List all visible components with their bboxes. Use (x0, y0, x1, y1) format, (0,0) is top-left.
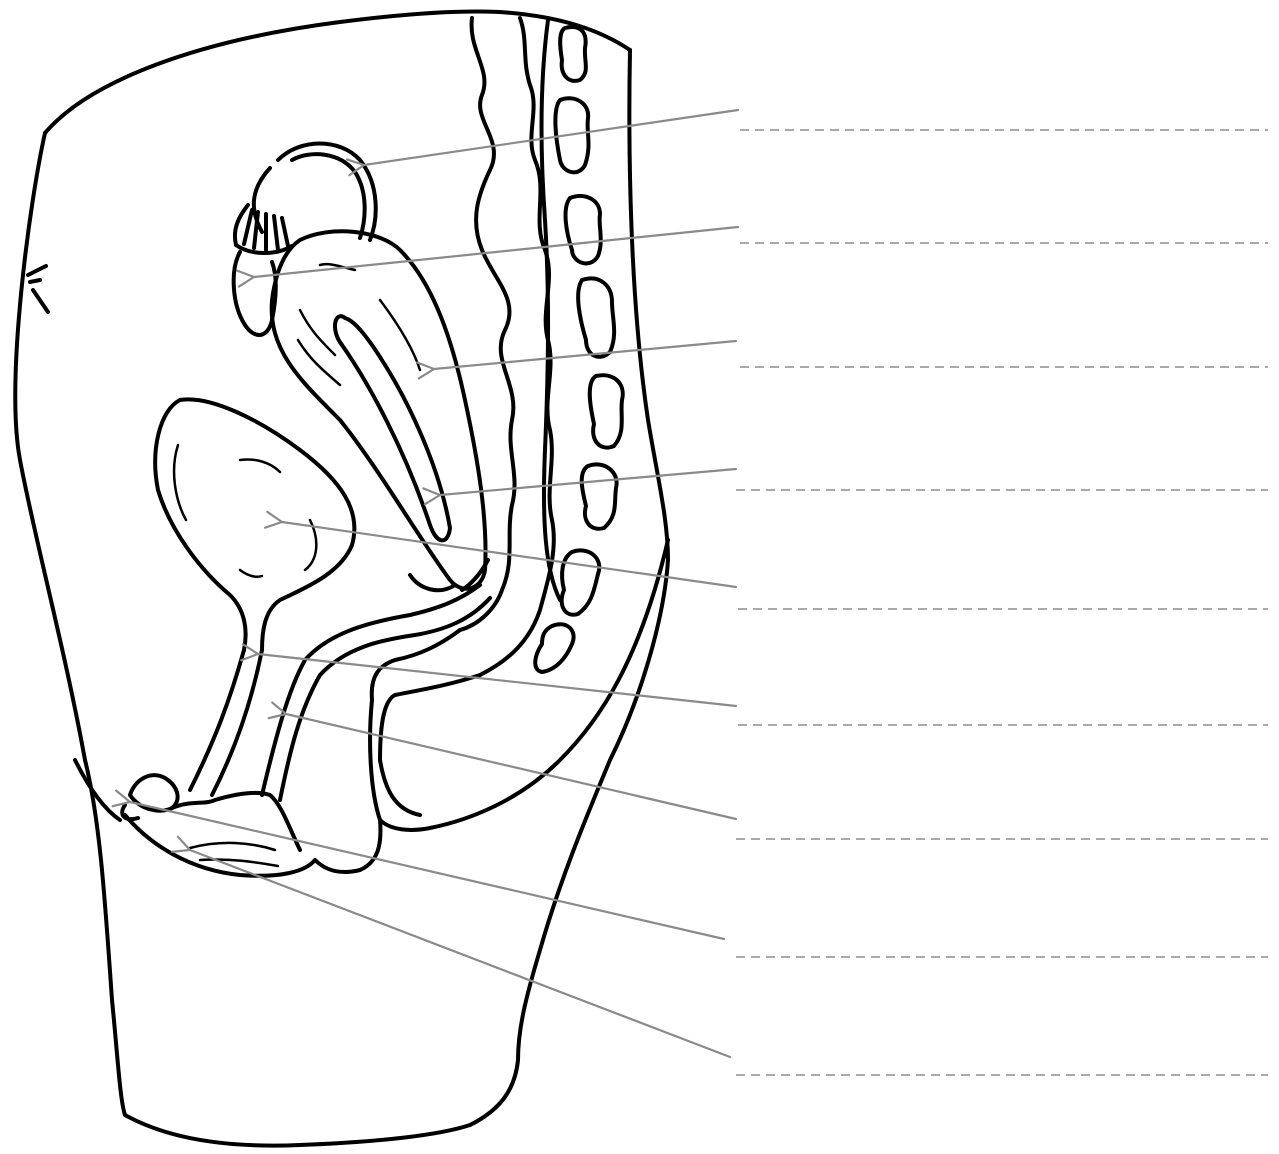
pointer-arrow-7 (286, 714, 736, 819)
vertebra-8 (535, 624, 573, 672)
rectum-outer-wall (460, 18, 515, 630)
body-outline (15, 11, 668, 1145)
perineal-inner (380, 760, 420, 815)
bladder (155, 399, 354, 650)
clitoris (122, 775, 177, 819)
vulva (122, 775, 380, 876)
pointer-arrow-2 (254, 227, 738, 277)
pointer-arrow-9 (190, 850, 730, 1057)
pointer-arrows (130, 110, 738, 1057)
urethra-anterior (190, 650, 244, 790)
vertebra-1 (560, 27, 586, 81)
vertebra-6 (582, 464, 617, 528)
canals (190, 585, 490, 800)
buttock-fold (75, 760, 120, 820)
vertebra-4 (578, 278, 614, 356)
fimbriae (235, 205, 292, 253)
vertebra-7 (562, 550, 600, 614)
vertebra-3 (566, 196, 601, 263)
pointer-arrow-1 (364, 110, 738, 165)
navel-mark (28, 266, 48, 312)
answer-lines[interactable] (736, 130, 1268, 1075)
myometrium-texture (298, 264, 420, 385)
pointer-arrow-6 (258, 654, 736, 706)
bladder-wall (155, 399, 354, 650)
vertebra-5 (590, 375, 623, 447)
pointer-arrow-4 (440, 469, 736, 495)
vagina-posterior-wall (280, 598, 490, 800)
fallopian-tube (254, 144, 376, 241)
ovary (234, 252, 276, 335)
body-bottom-contour (125, 1115, 470, 1146)
body-back-contour (470, 50, 668, 1125)
